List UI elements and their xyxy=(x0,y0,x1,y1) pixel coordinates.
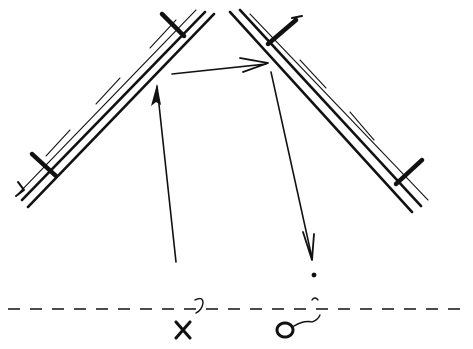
image-mark-o xyxy=(275,297,321,339)
right-plane-mirror xyxy=(228,8,429,214)
incident-ray xyxy=(151,84,177,263)
left-mirror-top-clamp xyxy=(159,11,187,39)
left-mirror-bottom-clamp xyxy=(29,151,59,179)
reflected-ray-between-mirrors xyxy=(171,57,269,75)
left-plane-mirror xyxy=(15,9,216,209)
right-mirror-bottom-clamp xyxy=(393,157,425,187)
object-mark-x xyxy=(174,297,204,340)
image-point-dot xyxy=(311,272,317,278)
emergent-ray-to-image xyxy=(270,71,315,261)
right-mirror-top-clamp xyxy=(265,17,299,47)
